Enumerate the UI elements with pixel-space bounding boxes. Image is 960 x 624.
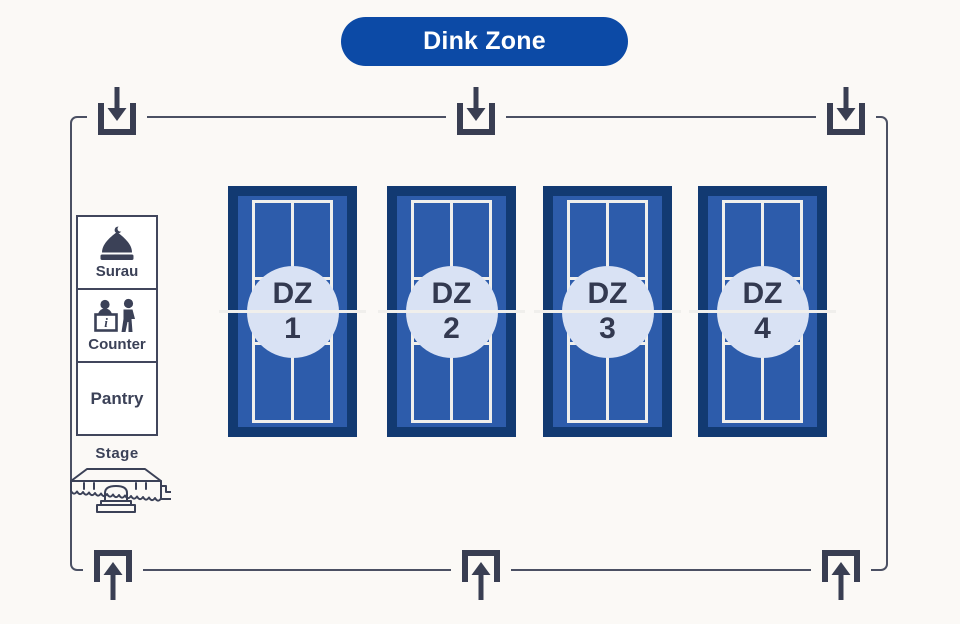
entrance-arrow-down-icon bbox=[827, 87, 865, 135]
info-counter-icon: i bbox=[94, 298, 135, 332]
court-number: 3 bbox=[599, 312, 616, 345]
entrance-top-left bbox=[87, 86, 147, 152]
court-code: DZ bbox=[742, 277, 783, 310]
court-dz-4: DZ 4 bbox=[689, 186, 836, 437]
court-net-line bbox=[689, 310, 836, 313]
stage-icon bbox=[70, 468, 171, 513]
court-code: DZ bbox=[431, 277, 472, 310]
facility-label: Pantry bbox=[90, 388, 144, 408]
court-number: 2 bbox=[443, 312, 460, 345]
mosque-icon bbox=[100, 226, 134, 260]
exit-bottom-center bbox=[451, 542, 511, 608]
page-title: Dink Zone bbox=[423, 27, 546, 55]
court-net-line bbox=[534, 310, 681, 313]
court-net-line bbox=[378, 310, 525, 313]
court-code: DZ bbox=[272, 277, 313, 310]
court-dz-2: DZ 2 bbox=[378, 186, 525, 437]
entrance-arrow-down-icon bbox=[98, 87, 136, 135]
exit-arrow-up-icon bbox=[462, 550, 500, 600]
title-pill: Dink Zone bbox=[341, 17, 628, 66]
entrance-top-center bbox=[446, 86, 506, 152]
entrance-arrow-down-icon bbox=[457, 87, 495, 135]
court-net-line bbox=[219, 310, 366, 313]
facility-counter: i Counter bbox=[76, 288, 158, 363]
exit-arrow-up-icon bbox=[822, 550, 860, 600]
facility-label: Surau bbox=[95, 263, 139, 280]
exit-bottom-left bbox=[83, 542, 143, 608]
facility-label: Counter bbox=[88, 336, 146, 353]
court-dz-3: DZ 3 bbox=[534, 186, 681, 437]
court-dz-1: DZ 1 bbox=[219, 186, 366, 437]
court-number: 4 bbox=[754, 312, 771, 345]
court-number: 1 bbox=[284, 312, 301, 345]
court-code: DZ bbox=[587, 277, 628, 310]
svg-text:i: i bbox=[104, 315, 108, 330]
entrance-top-right bbox=[816, 86, 876, 152]
exit-bottom-right bbox=[811, 542, 871, 608]
stage-label: Stage bbox=[95, 445, 139, 462]
facility-stack: Surau i Counter Pantry bbox=[76, 215, 158, 436]
facility-pantry: Pantry bbox=[76, 361, 158, 436]
exit-arrow-up-icon bbox=[94, 550, 132, 600]
facility-surau: Surau bbox=[76, 215, 158, 290]
